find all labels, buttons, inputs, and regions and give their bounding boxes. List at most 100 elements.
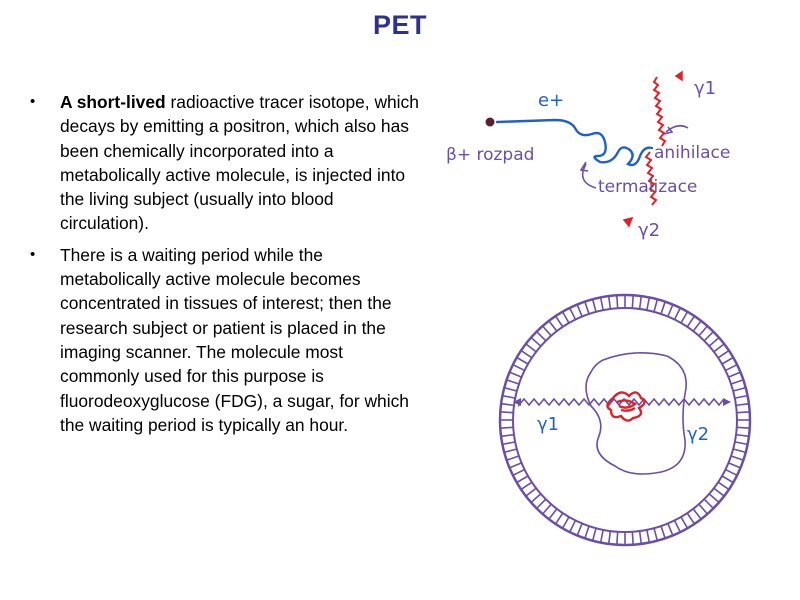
detector-segment (692, 508, 702, 520)
gamma-line-of-response (518, 397, 725, 408)
detector-segment (732, 386, 746, 392)
detector-segment (698, 325, 709, 337)
detector-segment (500, 426, 514, 429)
detector-segment (500, 402, 515, 407)
decay-label: β+ rozpad (446, 145, 534, 165)
detector-segment (703, 498, 714, 509)
positron-path (495, 118, 654, 167)
detector-segment (576, 304, 583, 317)
detector-segment (500, 433, 515, 438)
detector-segment (502, 394, 516, 399)
detector-segment (607, 295, 612, 310)
body-outline (585, 352, 687, 475)
detector-segment (721, 475, 734, 484)
right-arrowhead (723, 398, 731, 406)
detector-segment (541, 325, 552, 337)
detector-segment (680, 311, 689, 324)
detector-segment (708, 493, 720, 504)
detector-segment (631, 531, 634, 545)
detector-segment (599, 529, 604, 543)
detector-segments (500, 295, 750, 545)
detector-segment (506, 379, 520, 385)
gamma1-label: γ1 (537, 414, 559, 435)
positron-label: e+ (538, 90, 564, 111)
thermalization-label: termalizace (598, 177, 697, 197)
detector-segment (554, 315, 564, 328)
detector-segment (686, 315, 696, 328)
detector-segment (548, 508, 558, 520)
detector-segment (530, 336, 542, 347)
detector-segment (638, 530, 643, 545)
detector-segment (516, 475, 529, 484)
detector-ring-diagram: γ1 γ2 (498, 293, 752, 547)
detector-segment (703, 331, 714, 342)
positron-annihilation-diagram: e+ β+ rozpad anihilace termalizace γ1 γ2 (446, 70, 730, 241)
detector-segment (516, 356, 529, 365)
detector-segment (680, 516, 689, 529)
detector-segment (732, 448, 746, 454)
detector-segment (530, 493, 542, 504)
detector-segment (667, 523, 674, 536)
detector-segment (576, 523, 583, 536)
detector-segment (660, 301, 666, 315)
detector-segment (502, 441, 516, 446)
detector-segment (584, 525, 590, 539)
thermalization-pointer-head (579, 161, 589, 172)
detector-segment (725, 468, 738, 477)
detector-segment (721, 356, 734, 365)
detector-segment (506, 455, 520, 461)
gamma2-arrowhead (622, 216, 634, 228)
gamma2-label: γ2 (687, 424, 709, 445)
detector-segment (698, 503, 709, 515)
detector-segment (512, 363, 525, 372)
detector-segment (568, 307, 577, 320)
detector-segment (584, 301, 590, 315)
detector-segment (536, 331, 547, 342)
detector-segment (525, 343, 537, 353)
detector-segment (728, 462, 741, 469)
detector-segment (509, 371, 522, 378)
detector-segment (653, 527, 659, 541)
bullet-text: There is a waiting period while the meta… (60, 244, 409, 435)
detector-segment (525, 487, 537, 497)
detector-segment (667, 304, 674, 317)
gamma1-label: γ1 (694, 78, 716, 99)
detector-segment (520, 481, 533, 491)
detector-segment (692, 320, 702, 332)
bullet-bold-text: A short-lived (60, 92, 166, 112)
detector-segment (730, 379, 744, 385)
detector-segment (646, 529, 651, 543)
gamma1-arrowhead (674, 70, 683, 82)
detector-segment (616, 295, 619, 309)
detector-segment (616, 531, 619, 545)
detector-segment (686, 512, 696, 525)
detector-segment (708, 336, 720, 347)
detector-segment (736, 426, 750, 429)
detector-segment (717, 349, 730, 359)
detector-segment (735, 433, 750, 438)
detector-segment (500, 411, 514, 414)
detector-segment (568, 520, 577, 533)
detector-segment (646, 297, 651, 311)
gamma2-wave (644, 151, 658, 206)
detector-segment (548, 320, 558, 332)
detector-segment (725, 363, 738, 372)
detector-segment (536, 498, 547, 509)
detector-segment (673, 520, 682, 533)
detector-segment (509, 462, 522, 469)
left-arrowhead (513, 398, 521, 406)
gamma1-wave (652, 76, 667, 147)
detector-segment (591, 527, 597, 541)
detector-segment (504, 386, 518, 392)
bullet-text: radioactive tracer isotope, which decays… (60, 92, 419, 234)
detector-segment (735, 402, 750, 407)
detector-segment (713, 343, 725, 353)
detector-segment (660, 525, 666, 539)
annihilation-label: anihilace (654, 143, 730, 163)
thermalization-pointer (581, 163, 597, 189)
detector-segment (734, 394, 748, 399)
detector-segment (512, 468, 525, 477)
detector-segment (734, 441, 748, 446)
detector-segment (591, 299, 597, 313)
detector-segment (713, 487, 725, 497)
